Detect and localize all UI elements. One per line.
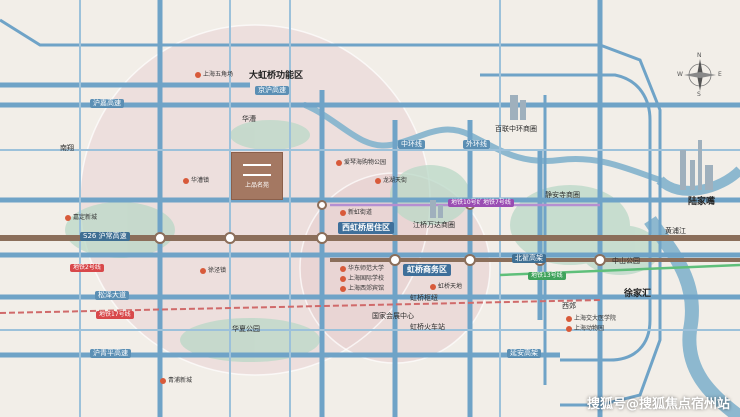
- road-label-qingpu: 沪青平高速: [90, 349, 131, 358]
- place-century-park: 华夏公园: [232, 325, 260, 333]
- poi-3[interactable]: 上海国际学校: [340, 276, 384, 282]
- poi-marker-icon: [336, 160, 342, 166]
- district-lujiazui: 陆家嘴: [688, 197, 716, 207]
- watermark: 搜狐号@搜狐焦点宿州站: [586, 397, 730, 412]
- poi-marker-icon: [566, 326, 572, 332]
- poi-11[interactable]: 华漕镇: [183, 178, 209, 184]
- poi-marker-icon: [340, 286, 346, 292]
- poi-8[interactable]: 新虹街道: [340, 210, 372, 216]
- poi-marker-icon: [340, 276, 346, 282]
- outer-ring: [0, 18, 662, 407]
- project-logo-icon: [243, 163, 271, 176]
- compass-e: E: [718, 71, 722, 78]
- compass-n: N: [697, 52, 702, 59]
- road-label-s26: S26 沪常高速: [80, 232, 130, 241]
- district-dahongqiao: 大虹桥功能区: [249, 71, 304, 81]
- compass-rose: [684, 59, 716, 91]
- poi-marker-icon: [340, 266, 346, 272]
- district-xihongqiao: 西虹桥居住区: [338, 222, 394, 234]
- poi-1[interactable]: 嘉定新城: [65, 215, 97, 221]
- poi-2[interactable]: 华东师范大学: [340, 266, 384, 272]
- project-name: 上品名苑: [244, 181, 269, 189]
- metro-red: [0, 299, 601, 314]
- poi-10[interactable]: 爱琴海购物公园: [336, 160, 386, 166]
- poi-marker-icon: [566, 316, 572, 322]
- road-label-zhonghuan: 中环线: [398, 140, 425, 149]
- poi-marker-icon: [340, 210, 346, 216]
- poi-marker-icon: [430, 284, 436, 290]
- skyline: [430, 95, 713, 218]
- poi-0[interactable]: 上海五角场: [195, 72, 233, 78]
- poi-6[interactable]: 上海交大医学院: [566, 316, 616, 322]
- poi-marker-icon: [195, 72, 201, 78]
- poi-marker-icon: [183, 178, 189, 184]
- middle-ring: [480, 73, 652, 362]
- poi-4[interactable]: 虹桥天地: [430, 284, 462, 290]
- metro-badge-line17: 地铁17号线: [96, 311, 134, 319]
- compass-s: S: [697, 91, 701, 98]
- road-label-waihuan: 外环线: [463, 140, 490, 149]
- place-guozhan: 国家会展中心: [372, 312, 414, 320]
- place-jingan: 静安寺商圈: [545, 191, 580, 199]
- huangpu-river: [644, 216, 740, 417]
- poi-marker-icon: [160, 378, 166, 384]
- road-label-hukun: 松泽大道: [95, 291, 129, 300]
- poi-marker-icon: [200, 268, 206, 274]
- road-label-yanan: 北翟高架: [512, 254, 546, 263]
- place-huacao: 华漕: [242, 115, 256, 123]
- compass-w: W: [677, 71, 683, 78]
- poi-9[interactable]: 龙湖天街: [375, 178, 407, 184]
- road-label-yanan-west: 延安高架: [507, 349, 541, 358]
- poi-marker-icon: [375, 178, 381, 184]
- place-bailian: 百联中环商圈: [495, 125, 537, 133]
- poi-marker-icon: [65, 215, 71, 221]
- metro-badge-line2: 地铁2号线: [70, 264, 104, 272]
- project-marker[interactable]: 上品名苑: [231, 152, 283, 200]
- place-hongqiao-station: 虹桥火车站: [410, 323, 445, 331]
- metro-badge-line10: 地铁10号线: [448, 199, 486, 207]
- place-nanxiang: 南翔: [60, 144, 74, 152]
- road-label-jinghu: 京沪高速: [255, 86, 289, 95]
- poi-13[interactable]: 徐泾镇: [200, 268, 226, 274]
- poi-7[interactable]: 上海动物园: [566, 326, 604, 332]
- place-xijiao: 西郊: [562, 302, 576, 310]
- place-wanke: 江桥万达商圈: [413, 221, 455, 229]
- poi-5[interactable]: 上海西郊宾馆: [340, 286, 384, 292]
- place-zhongshan-park: 中山公园: [612, 257, 640, 265]
- place-huangpu: 黄浦江: [665, 227, 686, 235]
- district-xujiahui: 徐家汇: [624, 289, 652, 299]
- metro-badge-line13: 地铁13号线: [528, 272, 566, 280]
- road-label-hujia: 沪嘉高速: [90, 99, 124, 108]
- place-hongqiao-hub: 虹桥枢纽: [410, 294, 438, 302]
- metro-badge-line7: 地铁7号线: [480, 199, 514, 207]
- poi-12[interactable]: 青浦新城: [160, 378, 192, 384]
- district-hongqiao-business: 虹桥商务区: [403, 264, 451, 276]
